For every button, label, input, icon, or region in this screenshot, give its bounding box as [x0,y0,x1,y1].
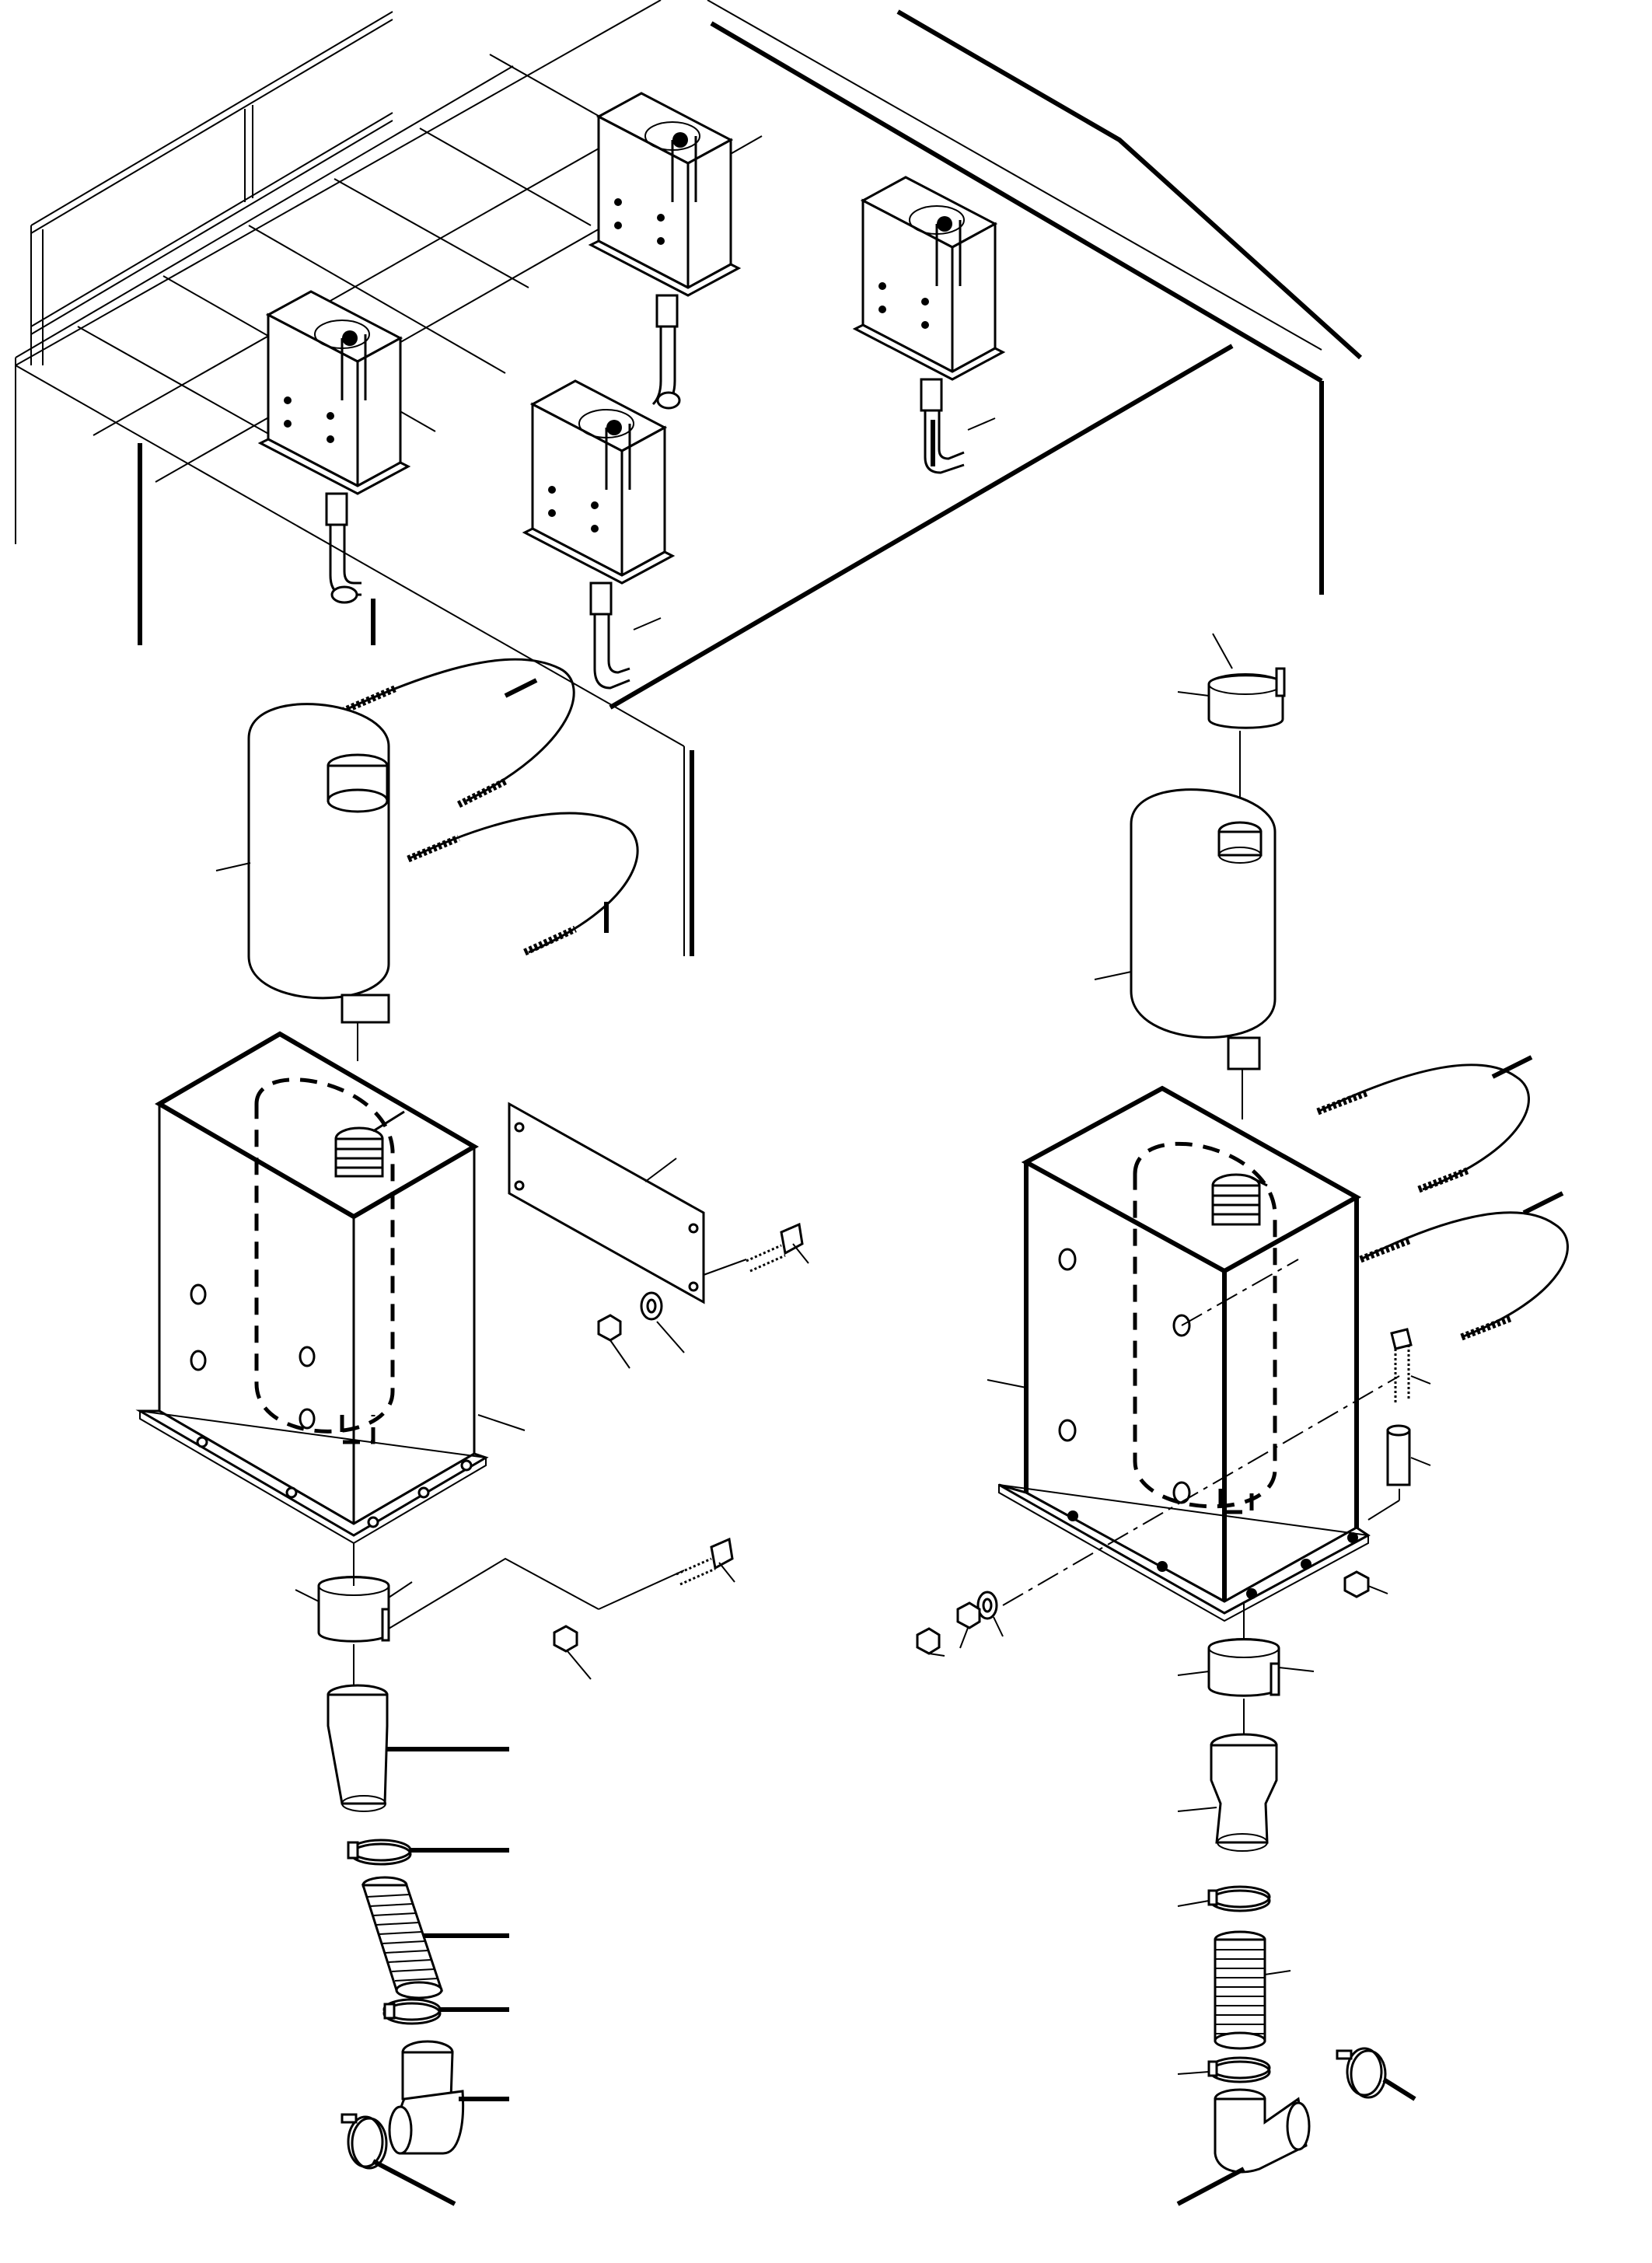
parapet-edges [138,9,1363,956]
plate-fasteners-left [597,1222,809,1369]
left-assembly [135,658,809,2206]
hose-clamp-right-2 [1177,2056,1271,2083]
elbow-pipe-left [388,2040,509,2155]
flex-bellows-left [361,1876,509,1999]
u-bolt-lower-right [1359,1191,1569,1341]
clamp-band-left [295,1543,685,1643]
reducer-pipe-left [327,1644,509,1812]
hose-clamp-left-2 [382,1998,509,2025]
flex-bellows-right [1214,1930,1291,2050]
stud-fasteners-right [1343,1328,1431,1598]
overview-unit-3 [852,176,1006,474]
clamp-fasteners-left [553,1537,735,1680]
reducer-pipe-right [1177,1733,1278,1852]
side-fasteners-right [916,1591,1004,1657]
clamp-band-right-lower [1177,1601,1315,1734]
overview-unit-4 [522,379,676,690]
hose-clamp-left-1 [347,1839,509,1866]
right-assembly [916,633,1569,2206]
u-bolt-lower-left [407,812,639,956]
railing [30,11,393,365]
overview-unit-1 [257,290,411,604]
tank-right [987,1085,1400,1622]
hose-clamp-right-1 [1177,1885,1271,1912]
clamp-band-right-top [1177,633,1286,828]
end-clamp-right [1336,2047,1416,2101]
access-plate-left [508,1102,705,1304]
silencer-left [215,703,390,1061]
silencer-right [1094,788,1277,1119]
u-bolt-upper-right [1316,1055,1533,1193]
u-bolt-upper-left [341,658,575,808]
overview-unit-2 [588,92,742,410]
tank-left [135,1031,526,1545]
elbow-pipe-right [1176,2088,1311,2206]
end-clamp-left [341,2113,456,2206]
